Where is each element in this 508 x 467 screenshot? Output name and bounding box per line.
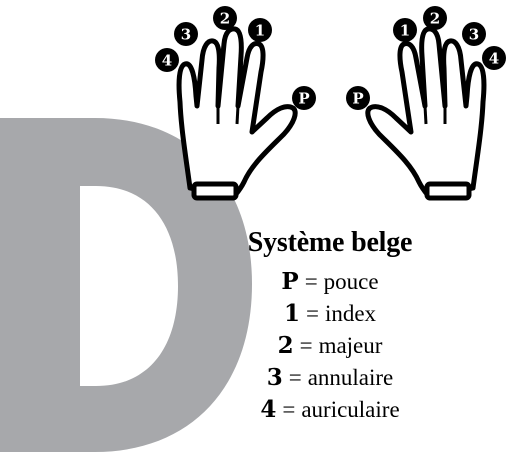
legend-title: Système belge [196,226,464,260]
badge-left-4: 4 [155,48,179,72]
legend-equals: = [300,301,325,326]
legend-key: 2 [278,332,294,359]
badge-label: 3 [469,26,479,44]
legend-key: 4 [260,396,276,423]
legend-row-auriculaire: 4=auriculaire [196,394,464,426]
badge-left-1: 1 [248,18,272,42]
legend-row-index: 1=index [196,298,464,330]
legend-row-majeur: 2=majeur [196,330,464,362]
badge-left-2: 2 [213,6,237,30]
legend-equals: = [294,333,319,358]
legend-label: index [325,301,376,326]
right-hand-cuff [427,184,469,198]
left-hand-finger-gap [237,106,238,124]
left-hand-cuff [194,184,236,198]
legend-equals: = [276,397,301,422]
badge-right-p: P [346,86,370,110]
badge-right-3: 3 [462,22,486,46]
badge-label: 2 [220,10,230,28]
badge-label: 2 [430,10,440,28]
legend-key: 3 [267,364,283,391]
legend-label: annulaire [308,365,394,390]
legend-equals: = [283,365,308,390]
badge-right-1: 1 [393,18,417,42]
badge-label: P [298,90,309,108]
right-hand [368,29,484,198]
left-hand [179,29,295,198]
badge-right-4: 4 [482,46,506,70]
badge-label: 3 [181,26,191,44]
legend-key: P [281,268,298,295]
badge-label: 4 [489,50,499,68]
legend-label: auriculaire [301,397,399,422]
badge-label: 1 [255,22,265,40]
legend-label: majeur [319,333,383,358]
legend-row-annulaire: 3=annulaire [196,362,464,394]
legend-equals: = [299,269,324,294]
badge-right-2: 2 [423,6,447,30]
legend-key: 1 [284,300,300,327]
legend-row-pouce: P=pouce [196,266,464,298]
badge-label: 1 [400,22,410,40]
badge-left-3: 3 [174,22,198,46]
legend-label: pouce [324,269,379,294]
badge-label: P [352,90,363,108]
right-hand-finger-gap [425,106,426,124]
badge-left-p: P [292,86,316,110]
legend: Système belge P=pouce 1=index 2=majeur 3… [196,226,464,426]
badge-label: 4 [162,52,172,70]
